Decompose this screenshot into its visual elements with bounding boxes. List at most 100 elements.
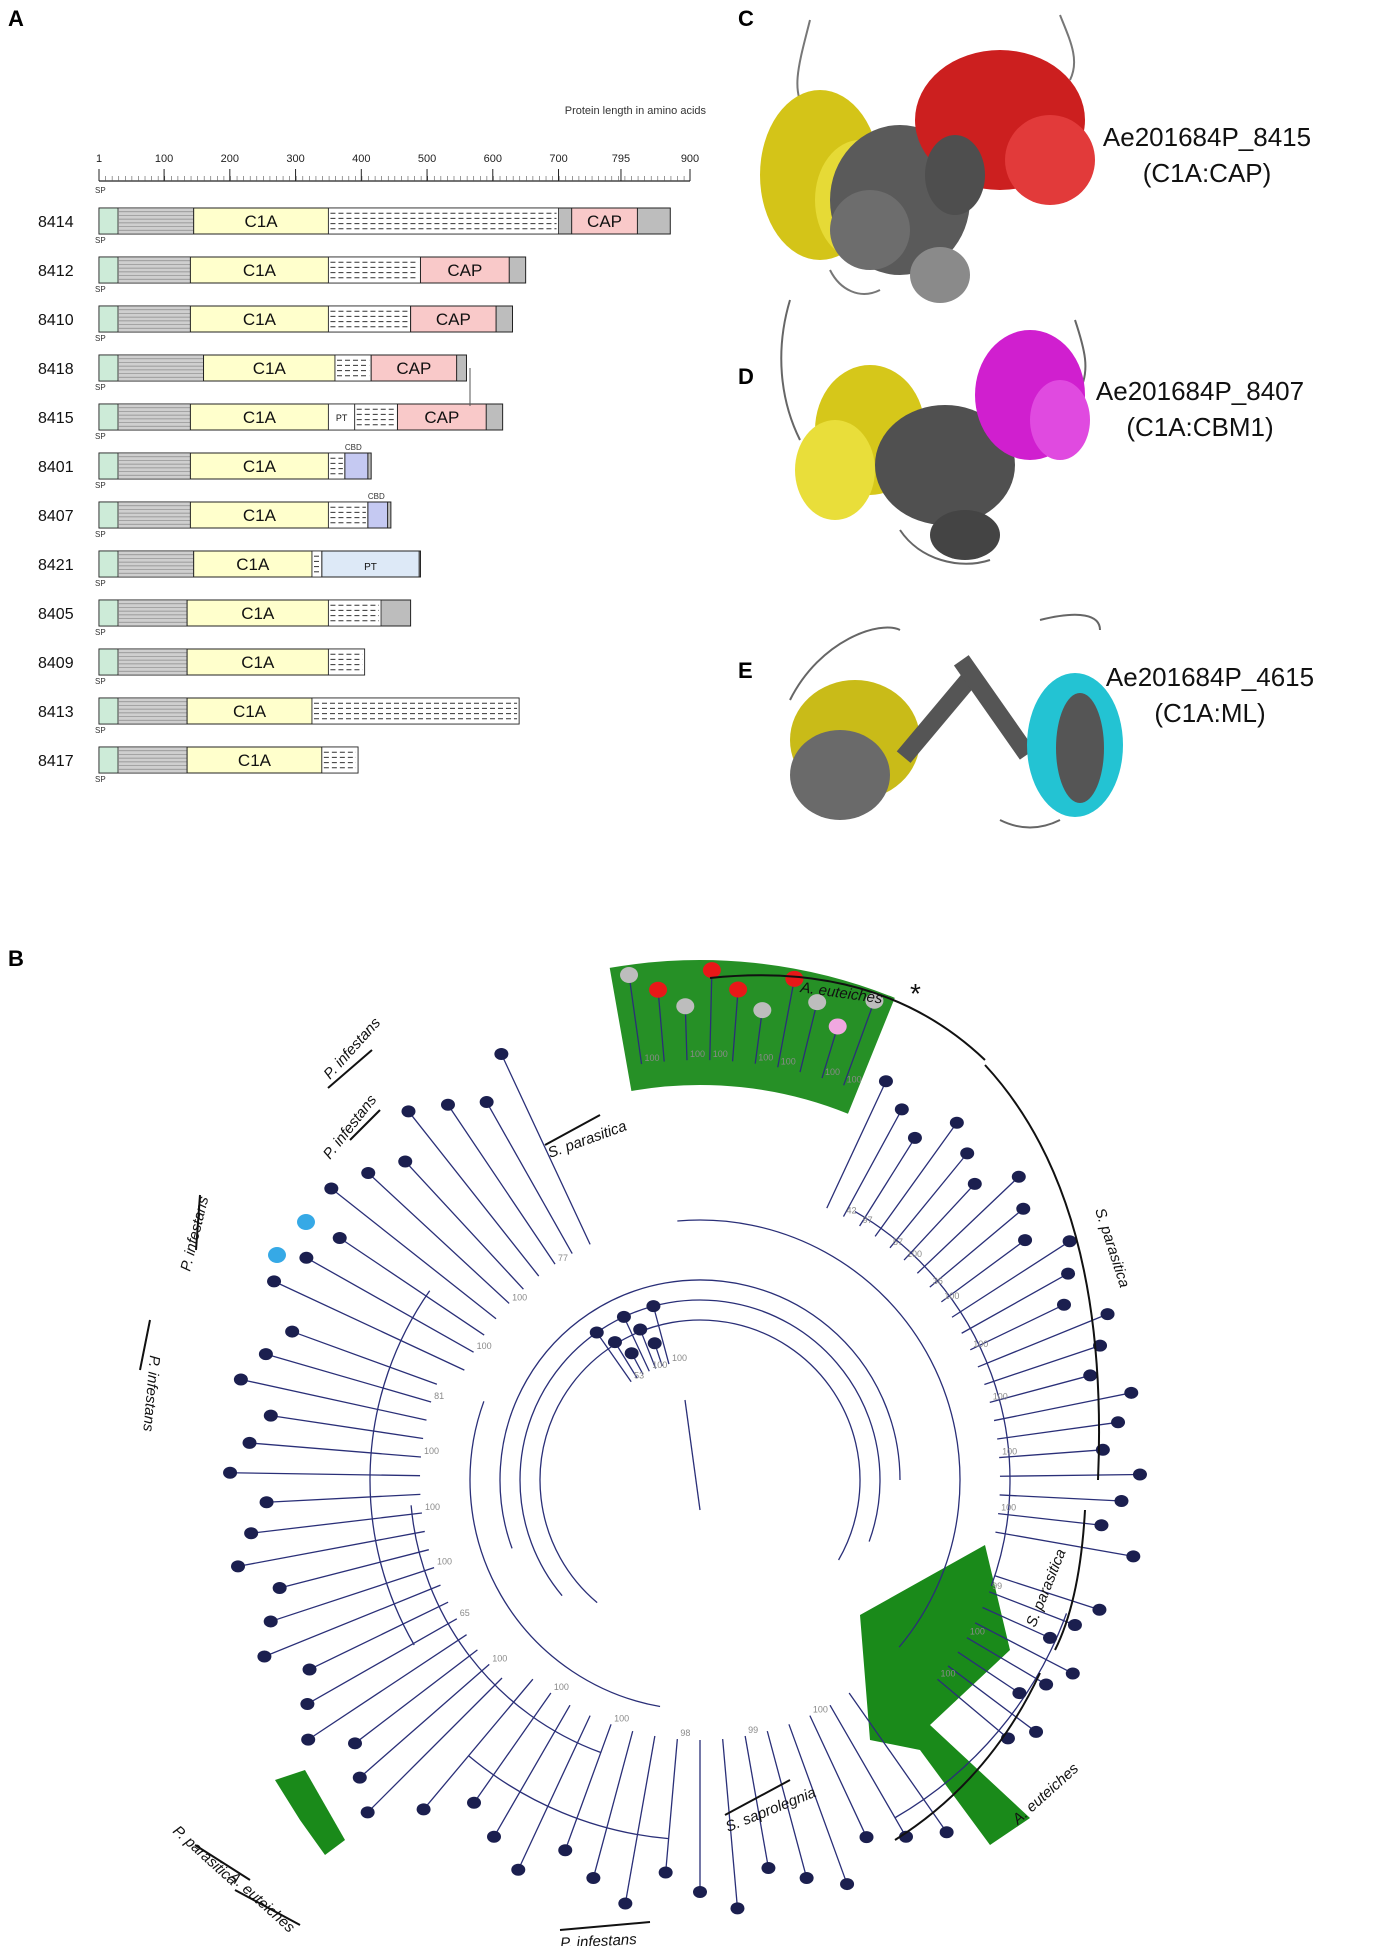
bootstrap-label: 100: [973, 1339, 988, 1349]
tree-branch: [354, 1649, 478, 1744]
tree-leaf: [1094, 1519, 1109, 1532]
tree-branch: [652, 1305, 670, 1365]
tree-branch: [977, 1313, 1108, 1368]
clade-label-s-parasitica-right: S. parasitica: [1091, 1206, 1133, 1290]
tree-leaf: [494, 1048, 509, 1061]
tree-branch: [889, 1152, 968, 1249]
tree-leaf: [299, 1251, 314, 1264]
tree-branch: [859, 1137, 916, 1227]
tree-branch: [307, 1618, 458, 1705]
tree-leaf: [300, 1697, 315, 1710]
tree-branch: [842, 1109, 903, 1217]
tree-branch: [766, 1730, 808, 1879]
tree-branch: [970, 1304, 1065, 1351]
tree-branch: [339, 1237, 485, 1336]
cbd-domain: [344, 452, 369, 480]
tree-leaf-blue: [297, 1214, 315, 1230]
cbd-note: CBD: [368, 492, 385, 501]
tree-branch: [407, 1110, 540, 1277]
signal-peptide: [98, 354, 119, 382]
c1a-domain: [189, 256, 329, 284]
tree-leaf: [1039, 1678, 1054, 1691]
bootstrap-label: 36: [933, 1276, 943, 1286]
linker-region: [354, 403, 398, 431]
clade-bar-a-euteiches-left: [234, 1889, 301, 1926]
tree-leaf: [259, 1496, 274, 1509]
tree-leaf: [1111, 1416, 1126, 1429]
tree-branch: [623, 1316, 650, 1372]
bootstrap-label: 100: [940, 1668, 955, 1678]
tree-branch: [994, 1575, 1100, 1611]
sp-label: SP: [95, 579, 106, 588]
axis-tick-label: 400: [352, 153, 370, 165]
clade-bar-p-infestans-3: [195, 1194, 201, 1251]
tree-branch: [564, 1724, 612, 1851]
cap-domain: [396, 403, 487, 431]
tree-leaf: [301, 1733, 316, 1746]
tree-leaf: [242, 1436, 257, 1449]
tree-leaf: [1062, 1235, 1077, 1248]
tree-leaf: [1011, 1170, 1026, 1183]
tree-arc: [468, 1755, 669, 1840]
tree-branch: [517, 1715, 591, 1870]
tree-leaf: [257, 1650, 272, 1663]
tree-leaf: [899, 1830, 913, 1843]
tree-leaf: [658, 1866, 673, 1879]
highlight-a-euteiches-top: [609, 959, 895, 1114]
tree-leaf: [324, 1182, 339, 1195]
clade-arc-a-euteiches-bottom: [894, 1672, 1041, 1841]
tree-leaf: [416, 1803, 431, 1816]
tree-branch: [709, 970, 713, 1061]
panel-letter-c: C: [738, 6, 754, 31]
cap-domain: [419, 256, 510, 284]
linker-region: [328, 305, 412, 333]
clade-label-s-saprolegnia: S. saprolegnia: [723, 1784, 818, 1836]
bootstrap-label: 100: [825, 1067, 840, 1077]
tree-branch: [309, 1601, 449, 1671]
tree-leaf: [1083, 1369, 1098, 1382]
bootstrap-label: 100: [993, 1391, 1008, 1401]
clade-bar-p-infestans-2: [349, 1109, 381, 1141]
clade-label-p-infestans-1: P. infestans: [320, 1014, 384, 1083]
clade-label-p-infestans-3: P. infestans: [177, 1194, 212, 1273]
c1a-label: C1A: [241, 604, 275, 623]
signal-peptide: [98, 305, 119, 333]
tree-branch: [951, 1240, 1070, 1318]
axis-title: Protein length in amino acids: [565, 105, 707, 117]
linker-region: [328, 256, 421, 284]
tree-branch: [240, 1378, 427, 1421]
protein-id: 8421: [38, 557, 74, 574]
c1a-label: C1A: [243, 261, 277, 280]
tree-branch: [937, 1678, 1009, 1739]
tree-leaf: [586, 1871, 601, 1884]
signal-peptide: [98, 256, 119, 284]
sp-label: SP: [95, 775, 106, 784]
bootstrap-label: 100: [781, 1056, 796, 1066]
tree-leaf: [479, 1096, 494, 1109]
tree-branch: [874, 1122, 958, 1237]
pt-label: PT: [364, 562, 377, 573]
axis-tick-label: 200: [221, 153, 239, 165]
c1a-domain: [189, 305, 329, 333]
clade-label-s-parasitica-mid: S. parasitica: [1023, 1547, 1070, 1630]
axis-tick-label: 700: [549, 153, 567, 165]
tree-leaf: [1092, 1603, 1107, 1616]
tree-branch: [754, 1010, 763, 1064]
c1a-domain: [186, 648, 329, 676]
tree-branch: [279, 1549, 429, 1589]
tree-arc: [369, 1290, 431, 1646]
cbd-note: CBD: [345, 443, 362, 452]
tree-leaf: [960, 1147, 975, 1160]
structure-c: Ae201684P_8415 (C1A:CAP): [760, 14, 1311, 303]
bootstrap-label: 77: [558, 1253, 568, 1263]
bootstrap-label: 100: [652, 1360, 667, 1370]
c1a-label: C1A: [241, 653, 275, 672]
c1a-label: C1A: [233, 702, 267, 721]
tree-branch: [447, 1104, 556, 1265]
cap-label: CAP: [396, 359, 431, 378]
bootstrap-label: 100: [437, 1557, 452, 1567]
tree-leaf: [607, 1336, 622, 1349]
axis-tick-label: 300: [286, 153, 304, 165]
tree-leaf: [231, 1560, 246, 1573]
